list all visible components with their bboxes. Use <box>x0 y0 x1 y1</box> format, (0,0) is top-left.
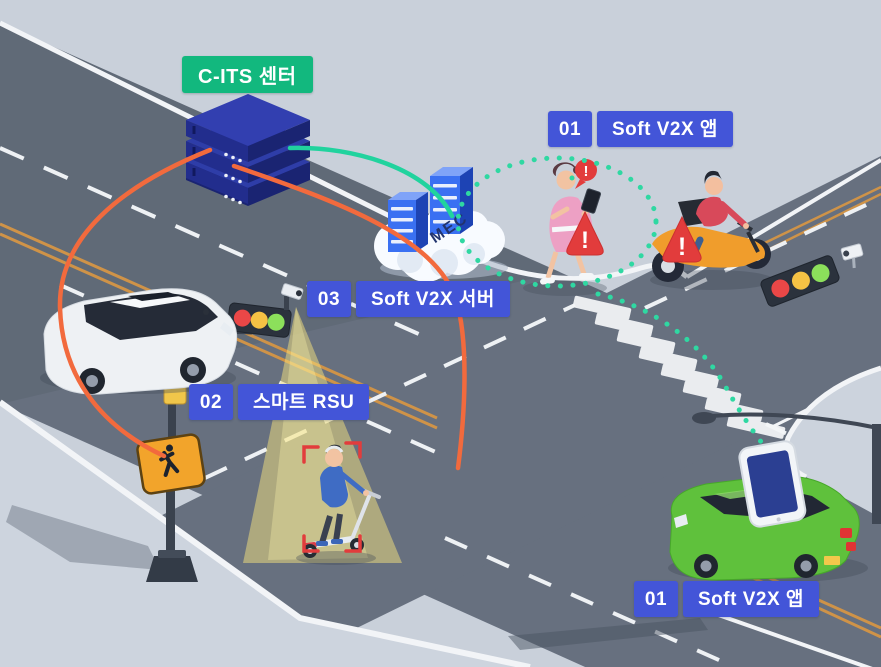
traffic-light-right <box>760 243 864 307</box>
kick-scooter-rider <box>296 444 381 565</box>
callout-soft-v2x-app-bottom: 01 Soft V2X 앱 <box>634 581 819 617</box>
callout-soft-v2x-server: 03 Soft V2X 서버 <box>307 281 510 317</box>
callout-label: Soft V2X 앱 <box>683 581 819 617</box>
rsu-camera-icon <box>280 283 304 310</box>
red-light <box>771 279 790 298</box>
orange-link-to-rsu <box>57 147 213 459</box>
green-link-to-mec <box>287 145 455 219</box>
callout-label: Soft V2X 서버 <box>356 281 510 317</box>
red-light <box>233 309 251 327</box>
crosswalk <box>572 295 786 439</box>
warning-triangle-icon: ! <box>566 210 604 256</box>
v2x-app-phone-icon <box>738 440 807 528</box>
c-its-center-badge: C-ITS 센터 <box>182 56 313 93</box>
callout-label: Soft V2X 앱 <box>597 111 733 147</box>
callout-number: 03 <box>307 281 351 317</box>
alert-balloon-icon: ! <box>575 159 597 189</box>
callout-number: 01 <box>634 581 678 617</box>
svg-text:!: ! <box>584 163 589 180</box>
callout-soft-v2x-app-top: 01 Soft V2X 앱 <box>548 111 733 147</box>
edge-server-towers-icon <box>388 167 473 252</box>
svg-text:!: ! <box>581 227 589 254</box>
street-lamp <box>508 412 881 650</box>
warning-triangle-icon: ! <box>662 215 702 263</box>
yellow-light <box>791 271 810 290</box>
c-its-center-label: C-ITS 센터 <box>198 66 297 88</box>
cctv-camera-icon <box>840 243 864 269</box>
dotted-path-to-car <box>595 291 769 451</box>
detection-brackets-icon <box>302 441 362 553</box>
svg-text:!: ! <box>678 233 686 261</box>
green-light <box>267 313 285 331</box>
yellow-light <box>250 311 268 329</box>
dotted-coverage-ellipse <box>455 155 659 289</box>
callout-number: 02 <box>189 384 233 420</box>
callout-label: 스마트 RSU <box>238 384 370 420</box>
callout-number: 01 <box>548 111 592 147</box>
callout-smart-rsu: 02 스마트 RSU <box>189 384 370 420</box>
green-light <box>811 264 830 283</box>
smartphone-icon <box>580 188 602 214</box>
